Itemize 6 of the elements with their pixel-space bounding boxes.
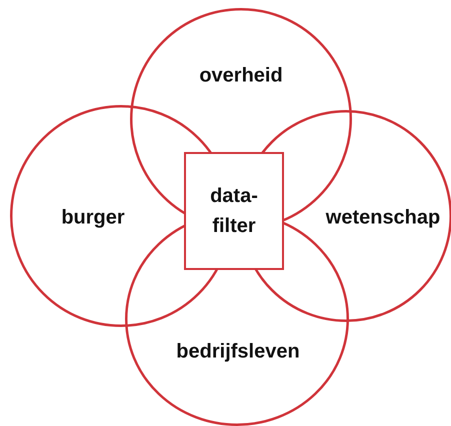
circle-label: burger [61, 206, 125, 230]
filter-box [184, 152, 284, 270]
circle-label: bedrijfsleven [176, 340, 300, 364]
circle-label: wetenschap [326, 206, 440, 230]
circle-label: overheid [199, 64, 283, 88]
box-label: data-filter [209, 184, 259, 239]
